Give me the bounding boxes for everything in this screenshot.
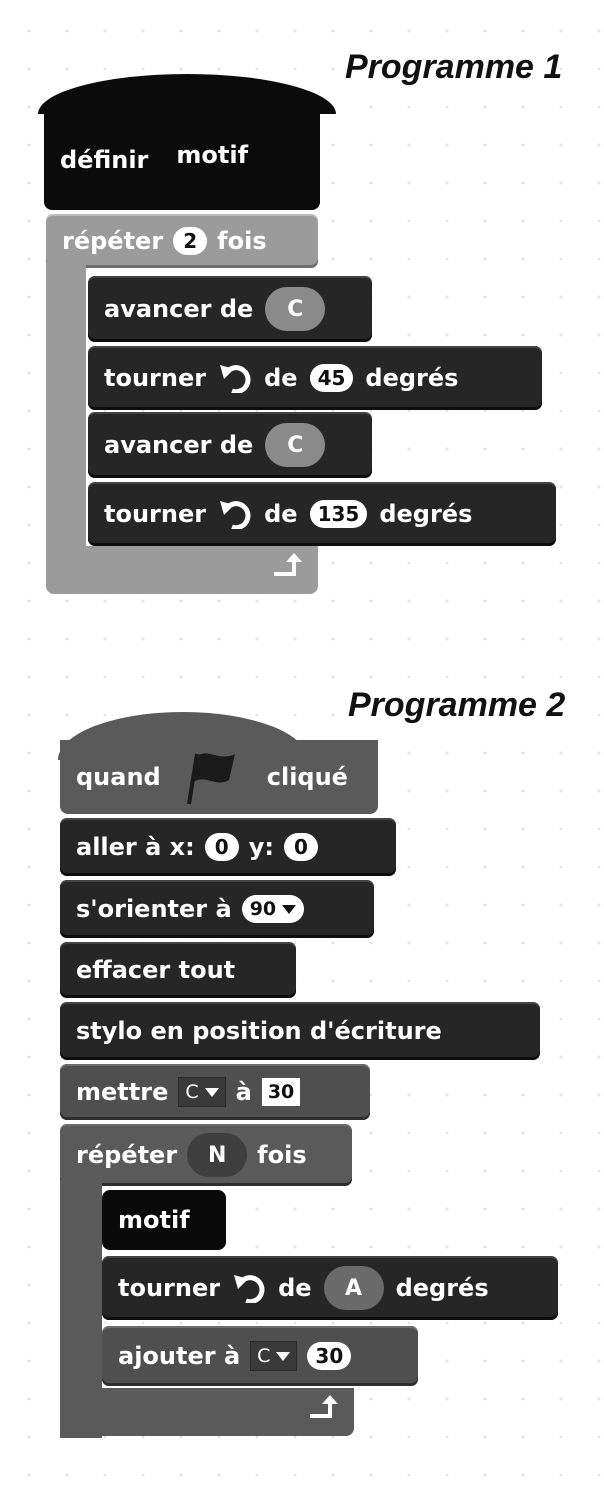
turn-suffix: degrés — [379, 500, 473, 528]
move-label: avancer de — [104, 295, 254, 323]
turn-suffix: degrés — [395, 1274, 489, 1302]
program2-title: Programme 2 — [348, 686, 566, 724]
define-name: motif — [176, 141, 249, 169]
repeat-n-foot — [60, 1388, 354, 1436]
clear-label: effacer tout — [76, 956, 236, 984]
direction-dropdown[interactable]: 90 — [241, 895, 305, 923]
repeat-n-block[interactable]: répéter N fois — [60, 1124, 352, 1186]
turn-block-1[interactable]: tourner de 45 degrés — [88, 346, 542, 410]
direction-value: 90 — [249, 898, 277, 920]
turn-arg[interactable]: 135 — [309, 500, 368, 528]
repeat-arg-n[interactable]: N — [187, 1133, 248, 1177]
turn-arg[interactable]: 45 — [309, 364, 354, 392]
hat-prefix: quand — [76, 763, 161, 791]
rotate-left-icon — [218, 363, 252, 393]
turn-label: tourner — [118, 1274, 221, 1302]
program1-title: Programme 1 — [345, 48, 563, 86]
call-label: motif — [118, 1206, 190, 1234]
goto-xy-block[interactable]: aller à x: 0 y: 0 — [60, 818, 396, 876]
chevron-down-icon — [204, 1087, 219, 1097]
goto-ylabel: y: — [248, 833, 274, 861]
loop-arrow-icon — [310, 1395, 338, 1418]
green-flag-icon — [183, 748, 245, 806]
turn-a-block[interactable]: tourner de A degrés — [102, 1256, 558, 1320]
set-label: mettre — [76, 1078, 169, 1106]
move-block-1[interactable]: avancer de C — [88, 276, 372, 342]
turn-mid: de — [264, 500, 298, 528]
hat-suffix: cliqué — [266, 763, 348, 791]
when-flag-clicked-block[interactable]: quand cliqué — [60, 740, 378, 814]
turn-block-2[interactable]: tourner de 135 degrés — [88, 482, 556, 546]
repeat-arm — [46, 262, 86, 558]
call-motif-block[interactable]: motif — [102, 1190, 226, 1250]
pen-down-block[interactable]: stylo en position d'écriture — [60, 1002, 540, 1060]
turn-suffix: degrés — [365, 364, 459, 392]
chevron-down-icon — [276, 1351, 291, 1361]
define-block[interactable]: définir motif — [44, 104, 320, 210]
set-var: C — [185, 1081, 199, 1103]
change-variable-block[interactable]: ajouter à C 30 — [102, 1326, 418, 1386]
repeat-label: répéter — [76, 1141, 178, 1169]
point-direction-block[interactable]: s'orienter à 90 — [60, 880, 374, 938]
repeat-label: répéter — [62, 227, 164, 255]
repeat-foot — [46, 546, 318, 594]
repeat-block[interactable]: répéter 2 fois — [46, 214, 318, 268]
goto-label: aller à x: — [76, 833, 195, 861]
change-value-input[interactable]: 30 — [307, 1342, 352, 1370]
turn-label: tourner — [104, 500, 207, 528]
goto-x-input[interactable]: 0 — [204, 833, 239, 861]
change-var-dropdown[interactable]: C — [250, 1341, 298, 1371]
move-block-2[interactable]: avancer de C — [88, 412, 372, 478]
set-var-dropdown[interactable]: C — [178, 1077, 226, 1107]
pen-label: stylo en position d'écriture — [76, 1017, 442, 1045]
move-arg-c[interactable]: C — [265, 423, 326, 467]
change-label: ajouter à — [118, 1342, 241, 1370]
rotate-left-icon — [218, 499, 252, 529]
turn-mid: de — [264, 364, 298, 392]
orient-label: s'orienter à — [76, 895, 232, 923]
turn-mid: de — [278, 1274, 312, 1302]
turn-arg-a[interactable]: A — [323, 1266, 384, 1310]
repeat-suffix: fois — [217, 227, 267, 255]
change-var: C — [257, 1345, 271, 1367]
set-value-input[interactable]: 30 — [261, 1078, 301, 1106]
rotate-left-icon — [232, 1273, 266, 1303]
move-arg-c[interactable]: C — [265, 287, 326, 331]
set-variable-block[interactable]: mettre C à 30 — [60, 1064, 370, 1120]
turn-label: tourner — [104, 364, 207, 392]
set-mid: à — [235, 1078, 252, 1106]
move-label: avancer de — [104, 431, 254, 459]
repeat-count[interactable]: 2 — [173, 227, 208, 255]
define-label: définir — [60, 146, 149, 174]
chevron-down-icon — [282, 904, 297, 914]
clear-block[interactable]: effacer tout — [60, 942, 296, 998]
loop-arrow-icon — [274, 553, 302, 576]
repeat-suffix: fois — [257, 1141, 307, 1169]
goto-y-input[interactable]: 0 — [284, 833, 318, 861]
